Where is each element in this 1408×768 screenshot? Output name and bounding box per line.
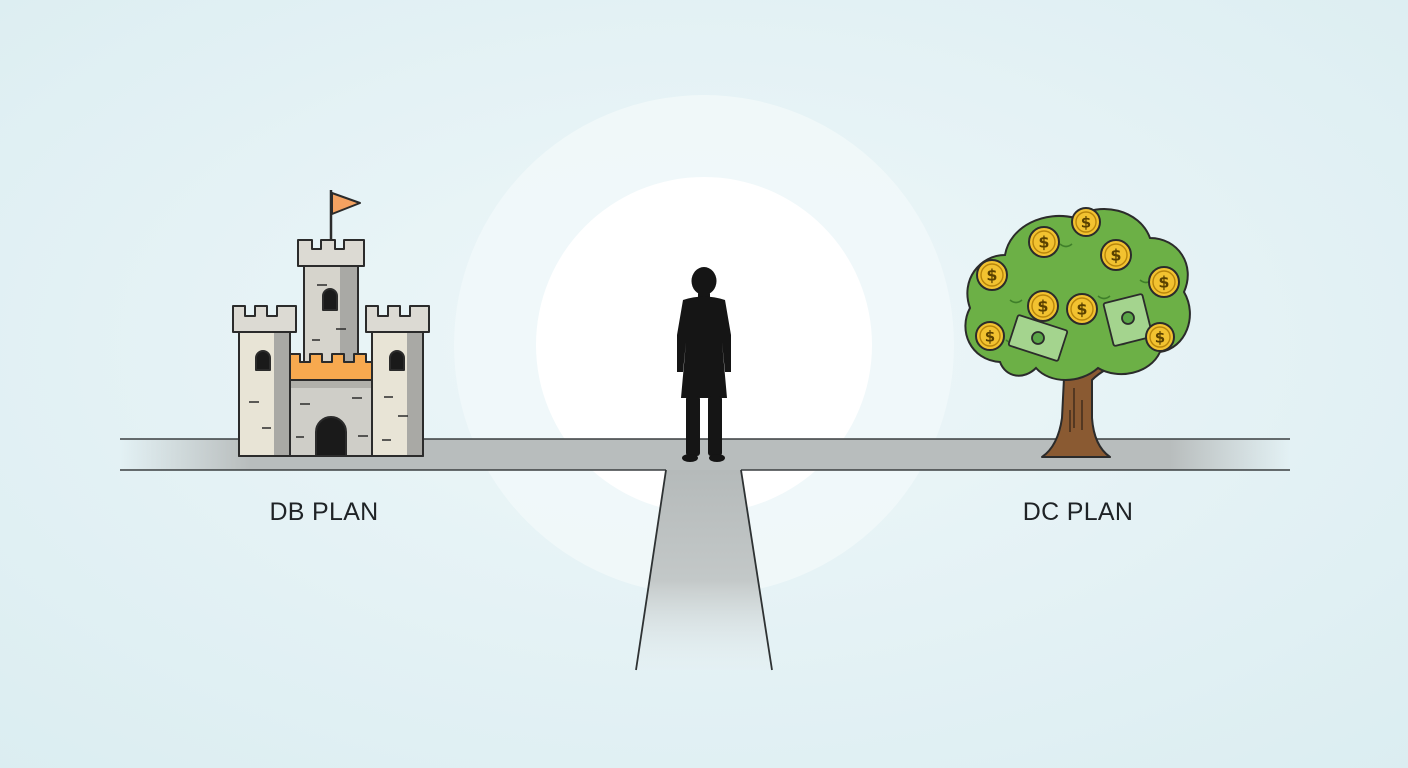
- coin-symbol: $: [986, 266, 997, 285]
- coin-symbol: $: [1155, 329, 1165, 347]
- coin-symbol: $: [1110, 246, 1121, 265]
- coin-symbol: $: [985, 328, 995, 346]
- coin-icon: $: [1066, 293, 1098, 325]
- bill-icon: [1102, 293, 1154, 347]
- coin-icon: $: [1145, 322, 1175, 352]
- coin-group: $ $ $ $ $ $ $ $ $: [975, 207, 1180, 352]
- coin-symbol: $: [1037, 297, 1048, 316]
- coin-icon: $: [1148, 266, 1180, 298]
- coin-icon: $: [976, 259, 1008, 291]
- person-silhouette-icon: [677, 267, 731, 462]
- coin-icon: $: [1100, 239, 1132, 271]
- coin-symbol: $: [1081, 214, 1091, 232]
- coin-icon: $: [1027, 290, 1059, 322]
- bill-icon: [1007, 314, 1069, 362]
- coin-icon: $: [1028, 226, 1060, 258]
- coin-symbol: $: [1038, 233, 1049, 252]
- castle-icon: [232, 190, 430, 457]
- coin-icon: $: [1071, 207, 1101, 237]
- coin-symbol: $: [1158, 273, 1169, 292]
- money-tree-icon: $ $ $ $ $ $ $ $ $: [964, 207, 1191, 458]
- coin-symbol: $: [1076, 300, 1087, 319]
- coin-icon: $: [975, 321, 1005, 351]
- db-plan-label: DB PLAN: [269, 498, 379, 526]
- dc-plan-label: DC PLAN: [1022, 498, 1134, 526]
